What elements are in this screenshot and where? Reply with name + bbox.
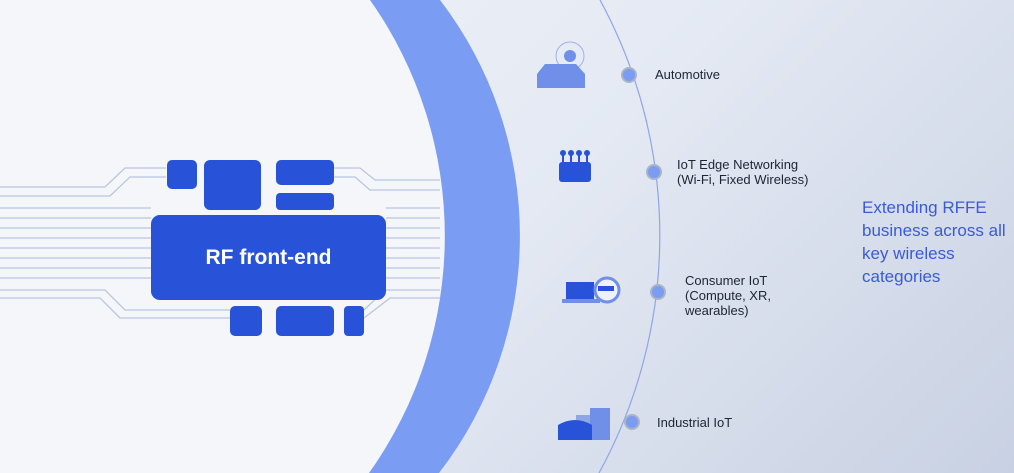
category-industrial-iot: Industrial IoT xyxy=(657,415,733,430)
arc-nodes xyxy=(621,67,666,430)
circuit-traces xyxy=(0,167,440,319)
router-icon xyxy=(559,150,591,182)
rf-front-end-chip: RF front-end xyxy=(151,215,386,300)
laptop-watch-icon xyxy=(562,276,621,304)
chip-components xyxy=(167,160,364,336)
category-automotive: Automotive xyxy=(655,67,721,82)
category-arc xyxy=(598,0,661,473)
category-iot-edge-networking: IoT Edge Networking (Wi-Fi, Fixed Wirele… xyxy=(677,157,809,187)
factory-icon xyxy=(558,408,610,440)
tagline: Extending RFFE business across all key w… xyxy=(862,198,1006,286)
category-consumer-iot: Consumer IoT (Compute, XR, wearables) xyxy=(685,273,771,318)
car-icon xyxy=(537,41,585,88)
chip-label: RF front-end xyxy=(205,245,332,269)
